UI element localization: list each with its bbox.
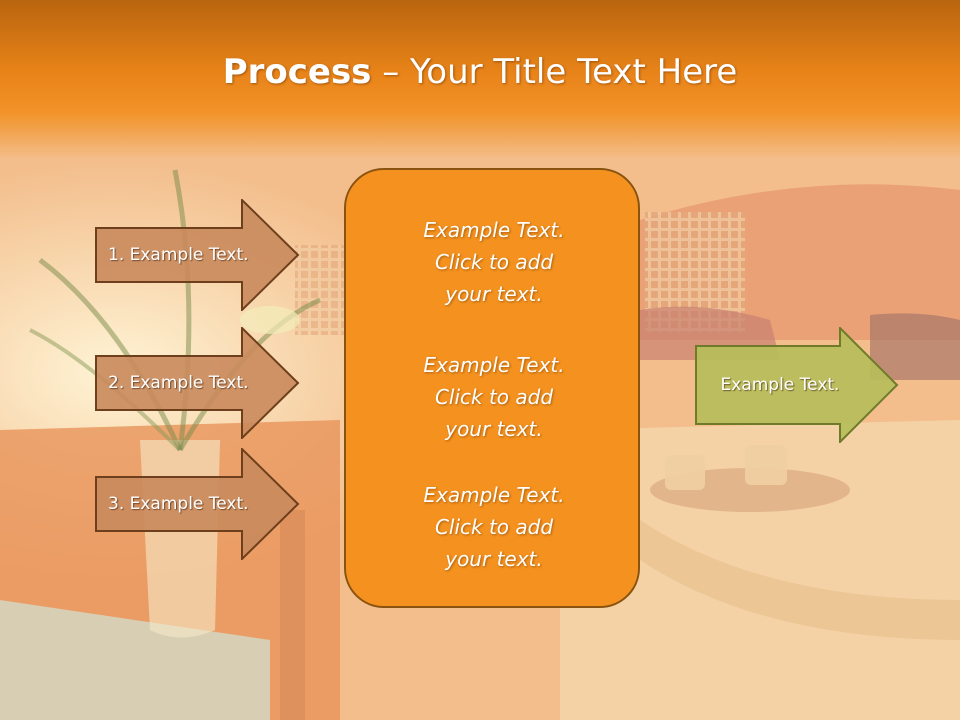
center-block-3-line-3: your text. [445, 547, 543, 571]
arrow-shape-icon [95, 448, 300, 560]
step-label-1: 1. Example Text. [108, 245, 249, 265]
title-bold: Process [222, 52, 372, 92]
slide-title[interactable]: Process – Your Title Text Here [0, 52, 960, 92]
center-block-1-line-1: Example Text. [423, 218, 565, 242]
title-band [0, 0, 960, 160]
step-arrow-3[interactable]: 3. Example Text. [95, 448, 300, 560]
output-arrow[interactable]: Example Text. [695, 327, 900, 443]
center-block-2-line-3: your text. [445, 417, 543, 441]
center-block-1-line-2: Click to add [434, 250, 554, 274]
step-arrow-2[interactable]: 2. Example Text. [95, 327, 300, 439]
center-block-3-line-2: Click to add [434, 515, 554, 539]
arrow-shape-icon [95, 199, 300, 311]
center-block-2-line-1: Example Text. [423, 353, 565, 377]
center-block-1[interactable]: Example Text. Click to add your text. [346, 214, 642, 310]
center-block-2[interactable]: Example Text. Click to add your text. [346, 349, 642, 445]
title-rest: – Your Title Text Here [371, 52, 738, 92]
center-block-3-line-1: Example Text. [423, 483, 565, 507]
step-label-3: 3. Example Text. [108, 494, 249, 514]
step-label-2: 2. Example Text. [108, 373, 249, 393]
center-block-1-line-3: your text. [445, 282, 543, 306]
arrow-shape-icon [695, 327, 899, 443]
center-block-2-line-2: Click to add [434, 385, 554, 409]
arrow-shape-icon [95, 327, 300, 439]
center-block-3[interactable]: Example Text. Click to add your text. [346, 479, 642, 575]
center-content-box[interactable]: Example Text. Click to add your text. Ex… [344, 168, 640, 608]
step-arrow-1[interactable]: 1. Example Text. [95, 199, 300, 311]
output-label: Example Text. [720, 375, 840, 395]
